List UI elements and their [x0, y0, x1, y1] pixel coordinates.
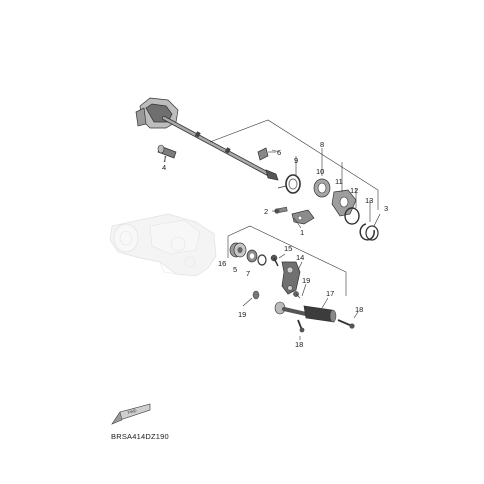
- callout-1: 1: [300, 228, 304, 237]
- part-18-bolt-lower: [297, 319, 305, 333]
- callout-2: 2: [264, 207, 268, 216]
- front-arrow-label: FWD: [127, 408, 137, 415]
- leader-lines: [164, 119, 381, 340]
- part-16-bushing: [229, 242, 247, 258]
- part-12-washer: [344, 207, 360, 225]
- callout-17: 17: [326, 289, 334, 298]
- part-13-circlip: [359, 223, 375, 241]
- part-5-washer: [246, 249, 258, 263]
- callout-19-upper: 19: [302, 276, 310, 285]
- part-4-pin: [157, 144, 177, 163]
- callout-10: 10: [316, 167, 324, 176]
- part-14-lever: [281, 261, 301, 295]
- part-7-washer: [257, 254, 267, 266]
- part-17-shift-rod: [274, 301, 337, 323]
- callout-18-right: 18: [355, 305, 363, 314]
- part-19-bolt-lower: [252, 290, 260, 300]
- callout-5: 5: [233, 265, 237, 274]
- callout-12: 12: [350, 186, 358, 195]
- callout-13: 13: [365, 196, 373, 205]
- part-2-bolt: [274, 206, 288, 214]
- part-9-spring: [277, 174, 301, 194]
- callout-11: 11: [335, 177, 343, 186]
- part-1-guide: [291, 209, 315, 225]
- front-direction-arrow: FWD: [111, 403, 151, 425]
- callout-6: 6: [277, 148, 281, 157]
- part-19-bolt-upper: [293, 291, 301, 299]
- callout-7: 7: [246, 269, 250, 278]
- callout-18-lower: 18: [295, 340, 303, 349]
- shift-shaft: [135, 97, 279, 181]
- callout-19-lower: 19: [238, 310, 246, 319]
- diagram-reference-code: BRSA414DZ190: [111, 432, 169, 441]
- part-15-bolt: [270, 254, 279, 267]
- callout-8: 8: [320, 140, 324, 149]
- part-3-ring: [365, 225, 379, 241]
- callout-15: 15: [284, 244, 292, 253]
- part-10-collar: [313, 178, 331, 198]
- part-11-shift-arm: [331, 189, 357, 217]
- callout-3: 3: [384, 204, 388, 213]
- callout-16: 16: [218, 259, 226, 268]
- callout-4: 4: [162, 163, 166, 172]
- callout-14: 14: [296, 253, 304, 262]
- engine-case-ghost: [109, 213, 217, 277]
- part-6-spring-pin: [257, 147, 276, 161]
- part-18-bolt-right: [337, 319, 355, 329]
- callout-9: 9: [294, 156, 298, 165]
